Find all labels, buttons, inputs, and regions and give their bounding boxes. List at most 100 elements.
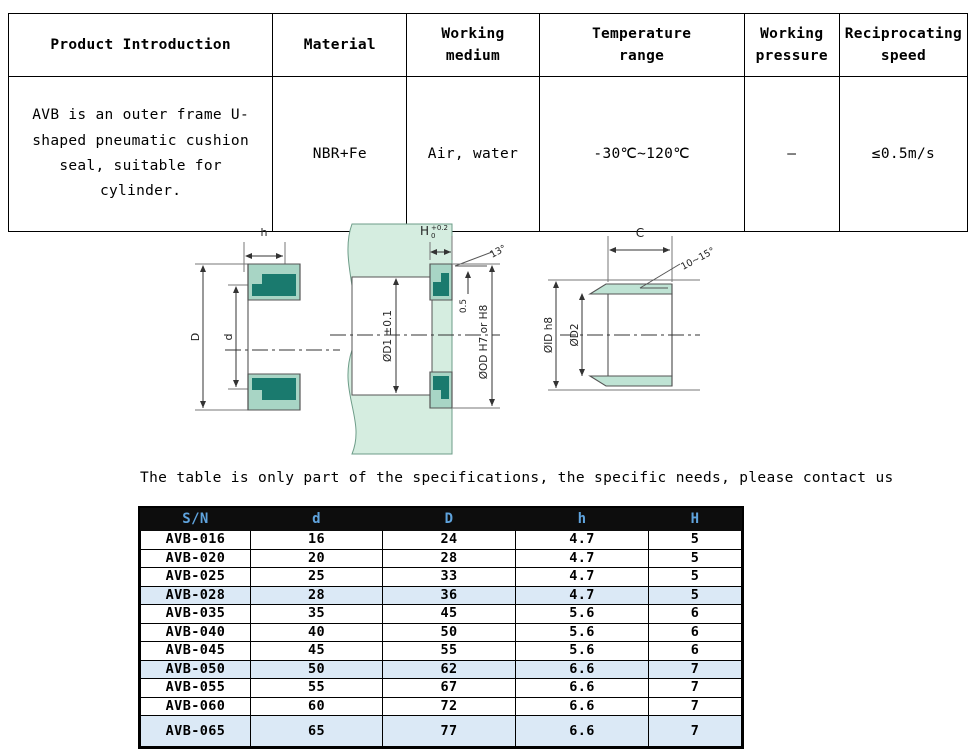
cell-D: 77 (382, 715, 516, 747)
cell-d: 50 (250, 659, 383, 679)
cell-D: 33 (382, 567, 516, 587)
cell-d: 20 (250, 548, 383, 568)
cell-D: 55 (382, 641, 516, 661)
cell-D: 62 (382, 659, 516, 679)
cell-sn: AVB-035 (140, 604, 251, 624)
cell-H: 5 (648, 567, 742, 587)
value-working-medium: Air, water (406, 76, 540, 232)
spec-header-D: D (382, 508, 516, 531)
cell-D: 50 (382, 622, 516, 642)
cell-H: 5 (648, 530, 742, 550)
value-material: NBR+Fe (272, 76, 408, 232)
drawing-seal-profile: h D d (189, 226, 340, 411)
label-D: D (189, 333, 202, 341)
label-D2: ØD2 (569, 323, 581, 346)
label-13-degree: 13° (488, 243, 508, 261)
intro-table-header-row: Product Introduction Material Working me… (7, 13, 969, 77)
spec-header-sn: S/N (140, 508, 251, 531)
label-H: H (420, 224, 429, 238)
header-working-medium-line1: Working (441, 25, 505, 42)
cell-D: 67 (382, 678, 516, 698)
label-10-15-degree: 10~15° (679, 246, 717, 273)
cell-H: 5 (648, 585, 742, 605)
cell-d: 40 (250, 622, 383, 642)
label-H-lower-tolerance: 0 (431, 232, 435, 240)
cell-sn: AVB-065 (140, 715, 251, 747)
cell-D: 24 (382, 530, 516, 550)
label-C: C (636, 226, 644, 240)
header-reciprocating-speed-line2: speed (880, 48, 926, 64)
cell-sn: AVB-025 (140, 567, 251, 587)
drawing-chamfer-detail: C 10~15° ØID h8 ØD2 (543, 226, 717, 391)
cell-D: 45 (382, 604, 516, 624)
spec-header-row: S/N d D h H (140, 508, 742, 531)
cell-H: 6 (648, 641, 742, 661)
introduction-line1: AVB is an outer frame U- (32, 107, 249, 124)
cell-sn: AVB-045 (140, 641, 251, 661)
cell-sn: AVB-040 (140, 622, 251, 642)
cell-d: 65 (250, 715, 383, 747)
cell-h: 5.6 (515, 604, 649, 624)
cell-h: 4.7 (515, 567, 649, 587)
drawings-svg: h D d ØD1 ±0.1 H +0 (189, 223, 717, 455)
cell-d: 25 (250, 567, 383, 587)
cell-sn: AVB-060 (140, 696, 251, 716)
header-working-pressure-line2: pressure (755, 48, 828, 64)
label-H-upper-tolerance: +0.2 (431, 224, 448, 232)
header-reciprocating-speed: Reciprocating speed (838, 13, 969, 77)
introduction-line3: seal, suitable for cylinder. (59, 158, 222, 200)
cell-sn: AVB-028 (140, 585, 251, 605)
specifications-caption: The table is only part of the specificat… (140, 470, 894, 486)
header-temperature-range: Temperature range (538, 13, 745, 77)
cell-D: 28 (382, 548, 516, 568)
cell-h: 5.6 (515, 622, 649, 642)
cell-H: 5 (648, 548, 742, 568)
cell-d: 16 (250, 530, 383, 550)
header-material: Material (272, 13, 408, 77)
cell-h: 6.6 (515, 715, 649, 747)
header-working-pressure: Working pressure (743, 13, 840, 77)
cell-h: 4.7 (515, 548, 649, 568)
cell-sn: AVB-055 (140, 678, 251, 698)
cell-D: 72 (382, 696, 516, 716)
cell-d: 35 (250, 604, 383, 624)
label-d: d (222, 334, 235, 341)
label-OD: ØOD H7 or H8 (478, 305, 490, 380)
header-temperature-line1: Temperature (591, 25, 692, 42)
header-working-medium-line2: medium (445, 48, 501, 64)
cell-H: 7 (648, 659, 742, 679)
technical-drawings: h D d ØD1 ±0.1 H +0 (0, 222, 977, 457)
cell-h: 6.6 (515, 696, 649, 716)
value-working-pressure: – (743, 76, 840, 232)
label-h: h (261, 226, 268, 239)
cell-h: 6.6 (515, 678, 649, 698)
cell-H: 7 (648, 696, 742, 716)
cell-d: 45 (250, 641, 383, 661)
label-0.5-chamfer: 0.5 (459, 299, 469, 313)
cell-H: 6 (648, 604, 742, 624)
cell-h: 4.7 (515, 530, 649, 550)
cell-H: 6 (648, 622, 742, 642)
value-temperature-range: -30℃~120℃ (538, 76, 745, 232)
cell-H: 7 (648, 678, 742, 698)
header-temperature-line2: range (619, 48, 665, 64)
cell-h: 5.6 (515, 641, 649, 661)
cell-sn: AVB-016 (140, 530, 251, 550)
cell-sn: AVB-050 (140, 659, 251, 679)
drawing-installation-groove: ØD1 ±0.1 H +0.2 0 13° 0.5 ØOD H7 or H8 (330, 223, 508, 455)
spec-header-H: H (648, 508, 742, 531)
value-product-introduction: AVB is an outer frame U- shaped pneumati… (7, 76, 274, 232)
cell-D: 36 (382, 585, 516, 605)
header-working-medium: Working medium (406, 13, 540, 77)
